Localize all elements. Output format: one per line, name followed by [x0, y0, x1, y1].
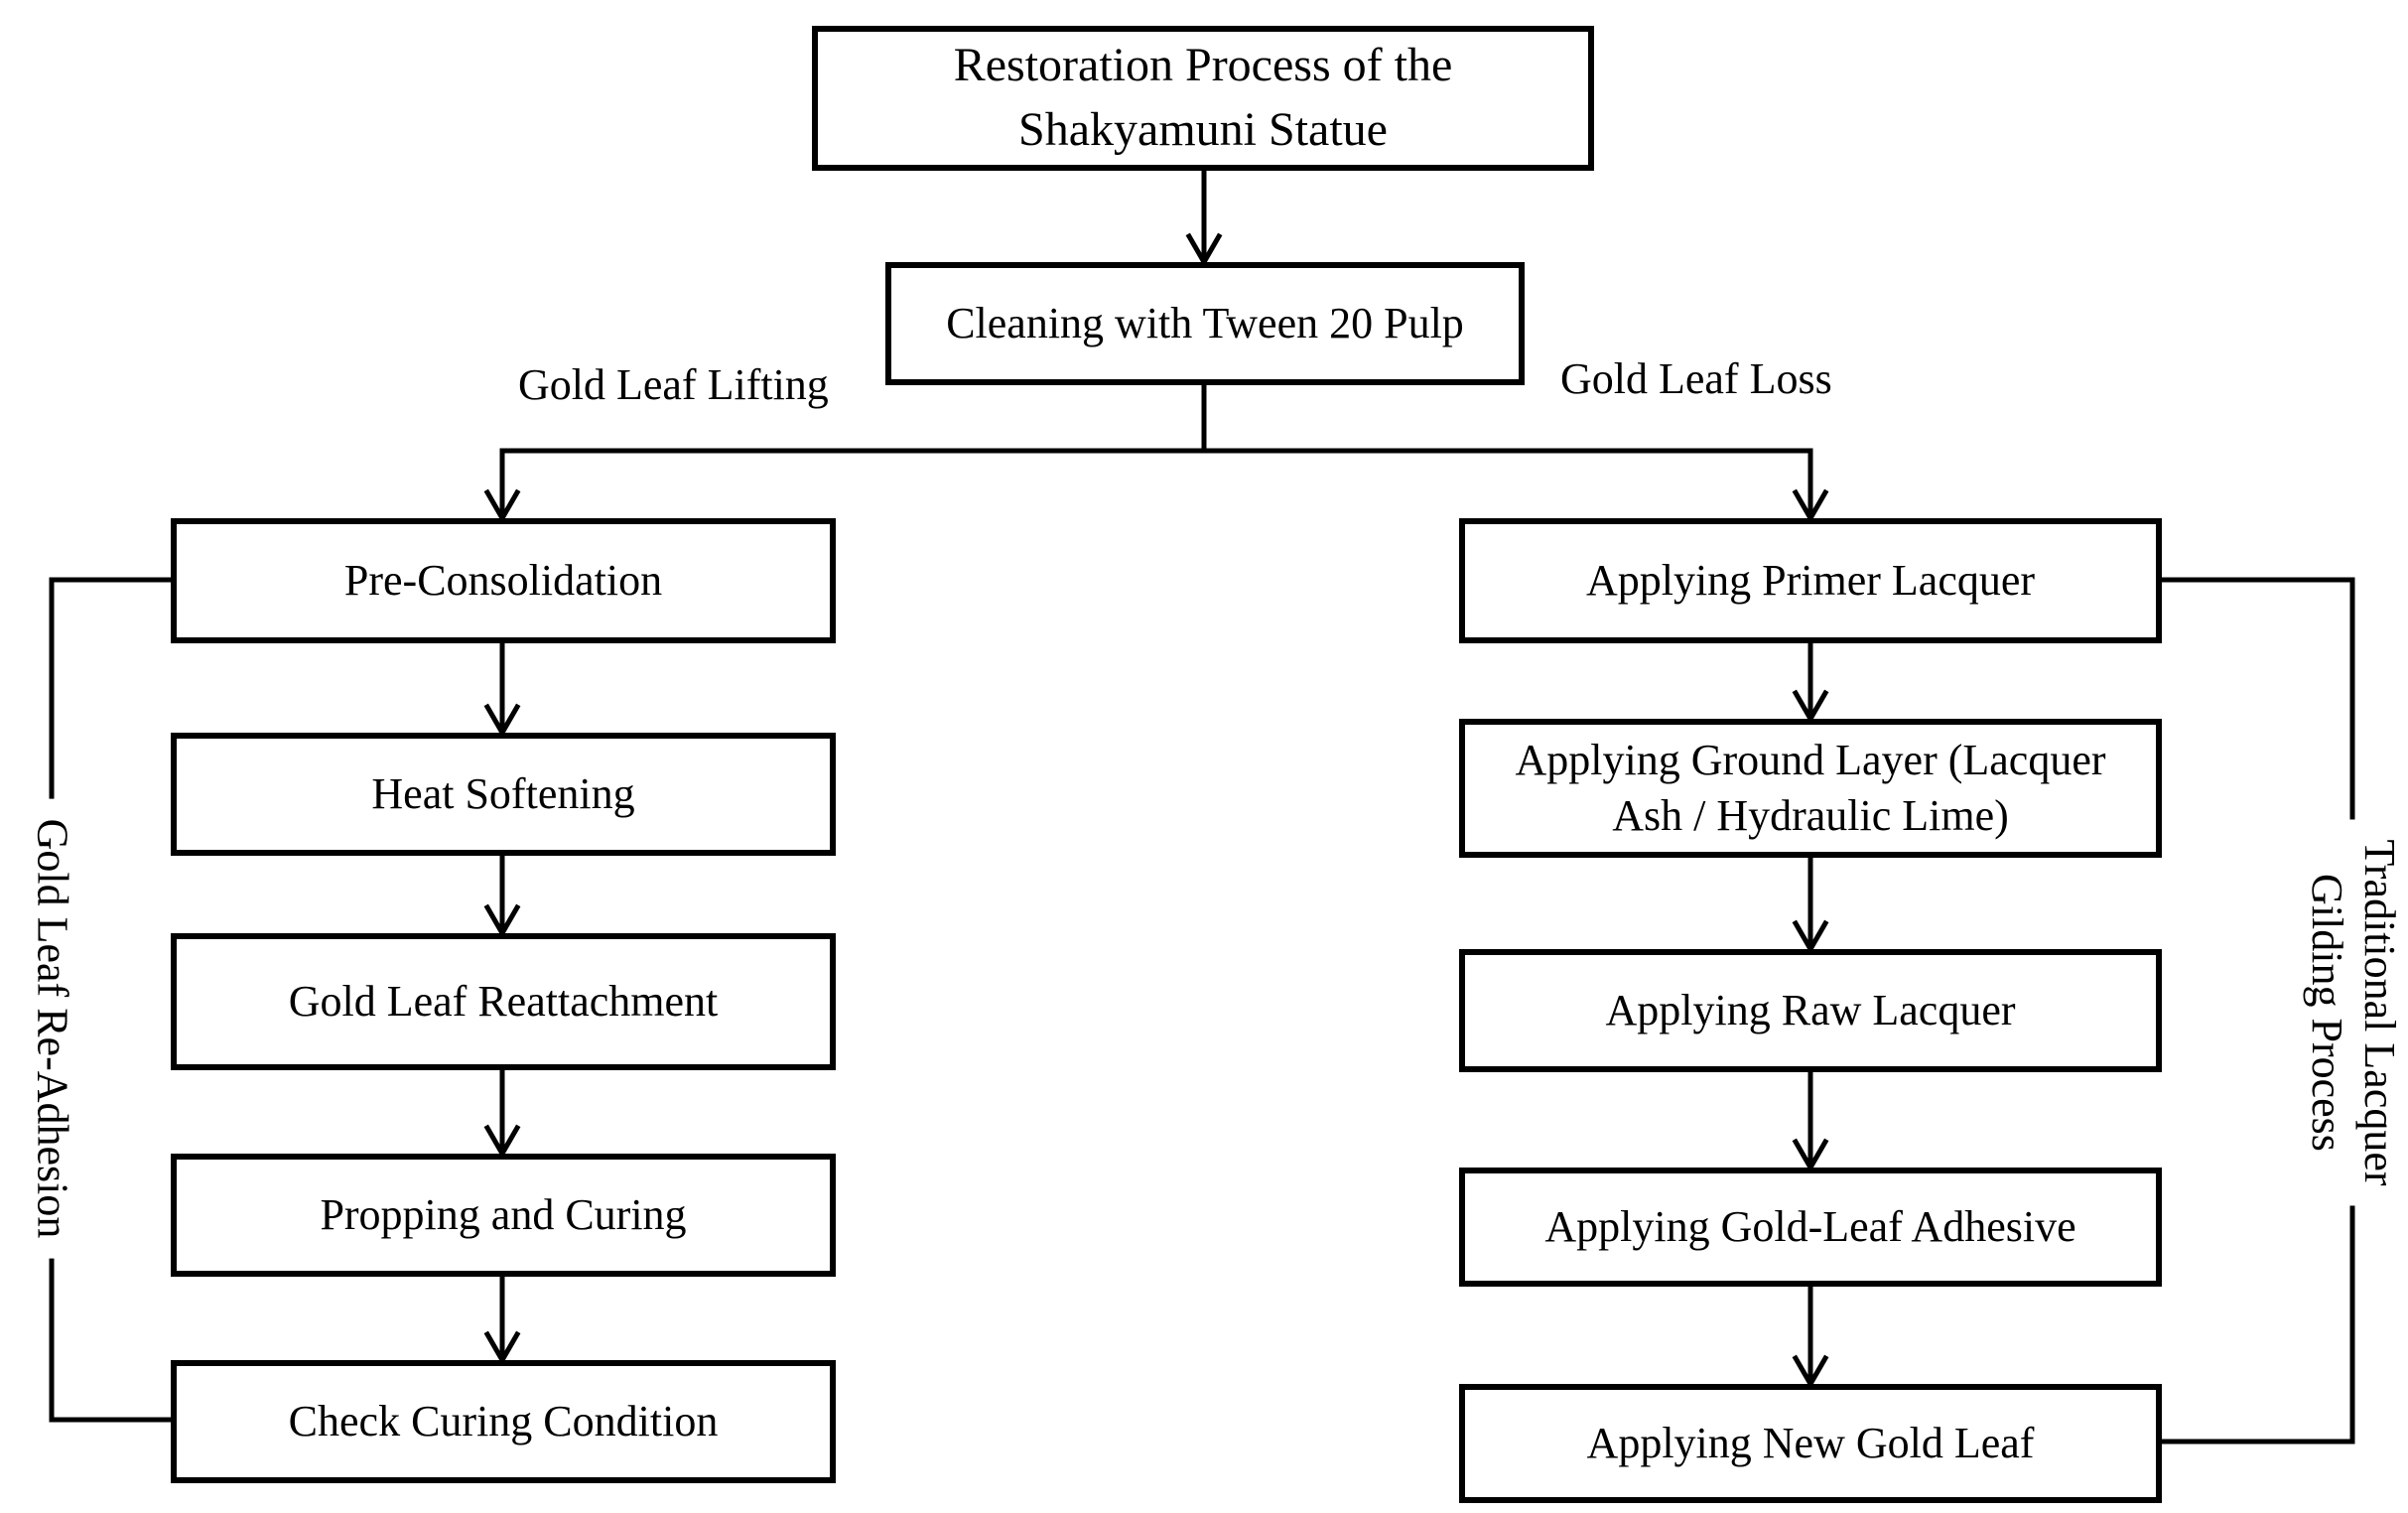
- step-label: Gold Leaf Reattachment: [288, 977, 719, 1027]
- group-label-line-1: Traditional Lacquer: [2354, 839, 2404, 1186]
- cleaning-label: Cleaning with Tween 20 Pulp: [946, 299, 1464, 348]
- group-label-line-2: Gilding Process: [2303, 874, 2351, 1152]
- step-label: Heat Softening: [371, 769, 635, 819]
- step-applying-raw-lacquer: Applying Raw Lacquer: [1459, 949, 2162, 1072]
- step-applying-primer-lacquer: Applying Primer Lacquer: [1459, 518, 2162, 643]
- step-label: Applying Raw Lacquer: [1605, 986, 2016, 1035]
- title-box: Restoration Process of the Shakyamuni St…: [812, 26, 1594, 171]
- step-label-line-1: Applying Ground Layer (Lacquer: [1515, 735, 2106, 784]
- step-propping-and-curing: Propping and Curing: [171, 1154, 836, 1277]
- step-label-line-2: Ash / Hydraulic Lime): [1612, 791, 2009, 840]
- group-label-text: Gold Leaf Re-Adhesion: [28, 818, 77, 1239]
- step-heat-softening: Heat Softening: [171, 733, 836, 856]
- branch-label-gold-leaf-loss: Gold Leaf Loss: [1560, 354, 1832, 403]
- cleaning-box: Cleaning with Tween 20 Pulp: [885, 262, 1525, 385]
- step-label: Applying New Gold Leaf: [1586, 1419, 2035, 1468]
- step-applying-gold-leaf-adhesive: Applying Gold-Leaf Adhesive: [1459, 1168, 2162, 1287]
- step-gold-leaf-reattachment: Gold Leaf Reattachment: [171, 933, 836, 1070]
- step-applying-new-gold-leaf: Applying New Gold Leaf: [1459, 1384, 2162, 1503]
- group-label-traditional-lacquer-gilding: Traditional Lacquer Gilding Process: [2300, 819, 2405, 1206]
- step-label: Applying Gold-Leaf Adhesive: [1544, 1202, 2076, 1252]
- step-label: Propping and Curing: [320, 1190, 687, 1240]
- title-line-1: Restoration Process of the: [953, 39, 1453, 92]
- step-check-curing-condition: Check Curing Condition: [171, 1360, 836, 1483]
- step-label: Check Curing Condition: [288, 1397, 719, 1446]
- step-label: Applying Primer Lacquer: [1585, 556, 2036, 606]
- branch-label-gold-leaf-lifting: Gold Leaf Lifting: [518, 360, 829, 409]
- step-applying-ground-layer: Applying Ground Layer (Lacquer Ash / Hyd…: [1459, 719, 2162, 858]
- step-pre-consolidation: Pre-Consolidation: [171, 518, 836, 643]
- step-label: Pre-Consolidation: [343, 556, 663, 606]
- group-label-gold-leaf-re-adhesion: Gold Leaf Re-Adhesion: [25, 798, 78, 1259]
- title-line-2: Shakyamuni Statue: [1018, 103, 1388, 156]
